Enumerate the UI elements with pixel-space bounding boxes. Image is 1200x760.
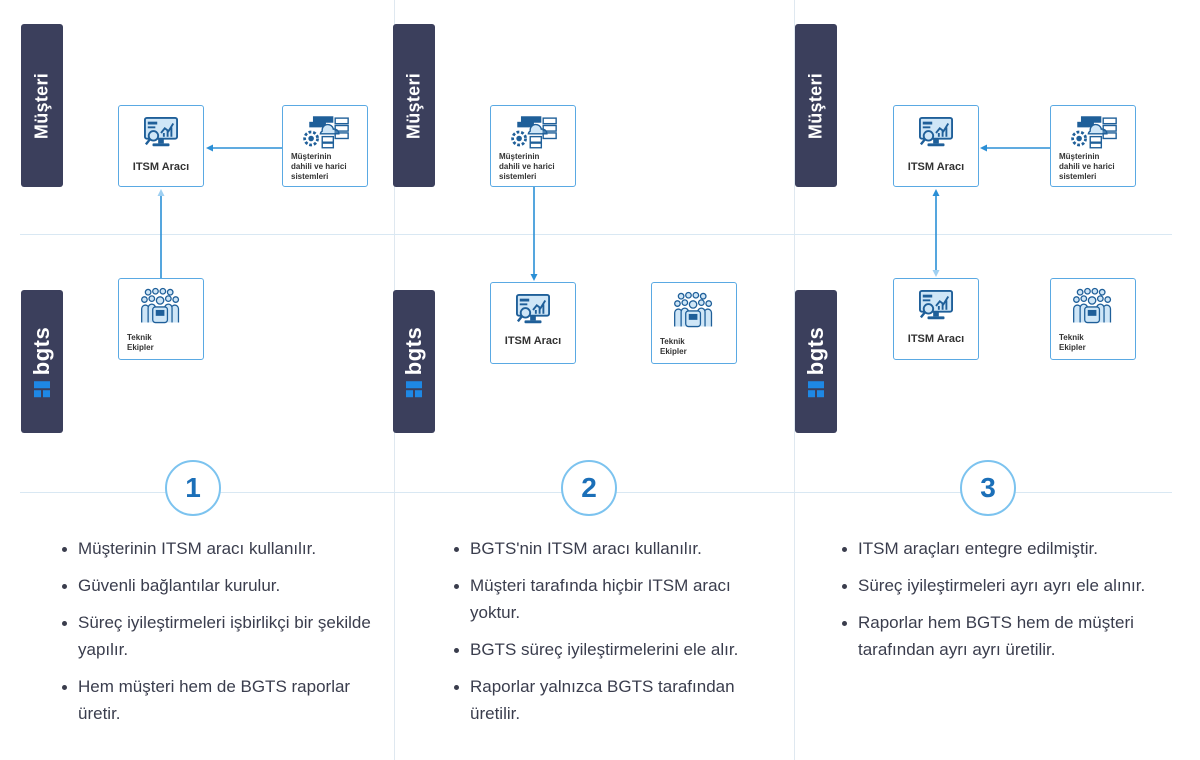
bgts-logo-icon <box>34 380 50 397</box>
itsm-tool-box: ITSM Aracı <box>893 105 979 187</box>
list-item: BGTS süreç iyileştirmelerini ele alır. <box>450 636 770 663</box>
bgts-label-bar: bgts <box>795 290 837 433</box>
connector-arrows <box>157 144 282 278</box>
customer-systems-box: Müşterinin dahili ve harici sistemleri <box>490 105 576 187</box>
customer-label-bar: Müşteri <box>21 24 63 187</box>
bgts-logo-icon <box>406 380 422 397</box>
itsm-tool-box: ITSM Aracı <box>118 105 204 187</box>
panel-divider <box>794 0 795 760</box>
bgts-logo-icon <box>808 380 824 397</box>
list-item: Hem müşteri hem de BGTS raporlar üretir. <box>58 673 378 727</box>
technical-teams-box: Teknik Ekipler <box>118 278 204 360</box>
connector-arrows <box>932 144 1050 277</box>
panel-1-bullets: Müşterinin ITSM aracı kullanılır. Güvenl… <box>58 535 378 737</box>
bgts-label-bar: bgts <box>21 290 63 433</box>
list-item: Süreç iyileştirmeleri işbirlikçi bir şek… <box>58 609 378 663</box>
list-item: Raporlar yalnızca BGTS tarafından üretil… <box>450 673 770 727</box>
list-item: Müşteri tarafında hiçbir ITSM aracı yokt… <box>450 572 770 626</box>
list-item: Süreç iyileştirmeleri ayrı ayrı ele alın… <box>838 572 1158 599</box>
panel-2-bullets: BGTS'nin ITSM aracı kullanılır. Müşteri … <box>450 535 770 737</box>
bgts-label: bgts <box>803 326 828 375</box>
step-number-1: 1 <box>165 460 221 516</box>
step-number-2: 2 <box>561 460 617 516</box>
itsm-tool-box: ITSM Aracı <box>893 278 979 360</box>
list-item: BGTS'nin ITSM aracı kullanılır. <box>450 535 770 562</box>
customer-label-bar: Müşteri <box>393 24 435 187</box>
list-item: Müşterinin ITSM aracı kullanılır. <box>58 535 378 562</box>
list-item: Güvenli bağlantılar kurulur. <box>58 572 378 599</box>
connector-arrows <box>530 187 538 281</box>
customer-systems-box: Müşterinin dahili ve harici sistemleri <box>1050 105 1136 187</box>
customer-systems-box: Müşterinin dahili ve harici sistemleri <box>282 105 368 187</box>
list-item: Raporlar hem BGTS hem de müşteri tarafın… <box>838 609 1158 663</box>
panel-3-bullets: ITSM araçları entegre edilmiştir. Süreç … <box>838 535 1158 673</box>
list-item: ITSM araçları entegre edilmiştir. <box>838 535 1158 562</box>
technical-teams-box: Teknik Ekipler <box>1050 278 1136 360</box>
step-number-3: 3 <box>960 460 1016 516</box>
customer-label-bar: Müşteri <box>795 24 837 187</box>
technical-teams-box: Teknik Ekipler <box>651 282 737 364</box>
bgts-label-bar: bgts <box>393 290 435 433</box>
bgts-label: bgts <box>401 326 426 375</box>
bgts-label: bgts <box>29 326 54 375</box>
row-divider <box>20 234 1172 235</box>
itsm-tool-box: ITSM Aracı <box>490 282 576 364</box>
